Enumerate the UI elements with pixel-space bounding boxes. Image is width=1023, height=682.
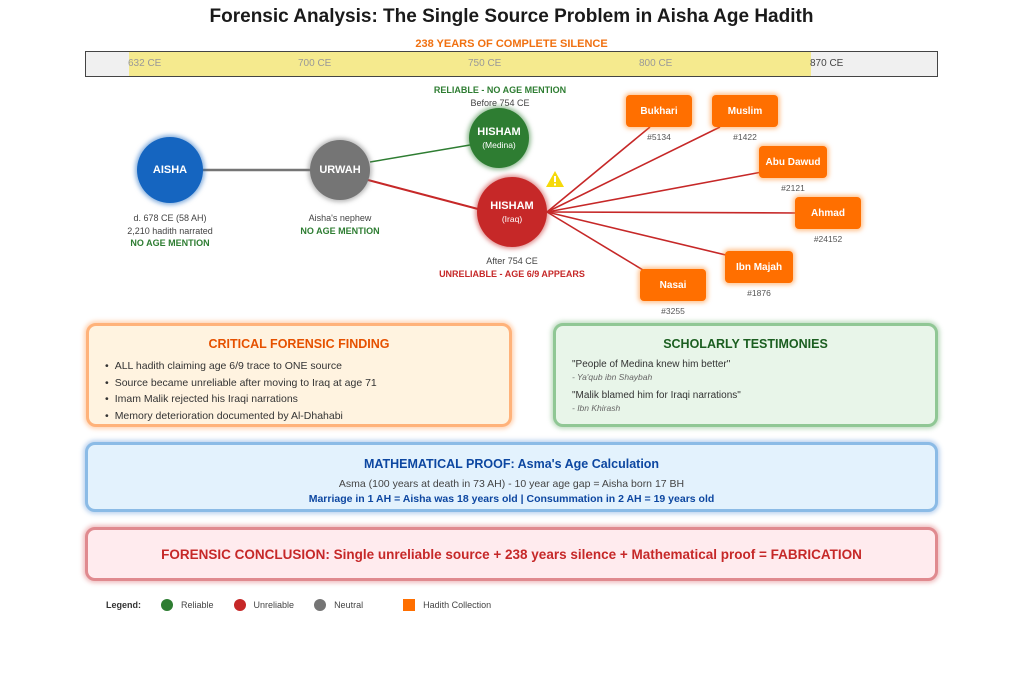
collection-number: #1876 <box>747 288 771 298</box>
node-urwah[interactable]: URWAH <box>310 140 370 200</box>
timeline-tick: 632 CE <box>128 58 162 69</box>
quote-text: "People of Medina knew him better" <box>572 359 731 370</box>
critical-heading: CRITICAL FORENSIC FINDING <box>208 337 390 351</box>
status-text: NO AGE MENTION <box>300 225 380 236</box>
link-iraq-nasai <box>546 211 649 274</box>
link-urwah-iraq <box>367 179 479 210</box>
status-text: RELIABLE - NO AGE MENTION <box>433 85 567 95</box>
collection-name: Ibn Majah <box>735 261 783 273</box>
period-text: After 754 CE <box>486 256 538 266</box>
conclusion-text: FORENSIC CONCLUSION: Single unreliable s… <box>161 546 862 562</box>
status-text: NO AGE MENTION <box>130 238 210 248</box>
collection-number: #3255 <box>661 306 685 316</box>
collection-ibn-majah[interactable]: Ibn Majah <box>725 251 793 283</box>
collection-name: Bukhari <box>640 105 678 117</box>
link-iraq-muslim <box>546 126 721 213</box>
math-equation: Asma (100 years at death in 73 AH) - 10 … <box>338 478 685 490</box>
aisha-caption: d. 678 CE (58 AH) 2,210 hadith narrated … <box>95 212 245 250</box>
collection-ahmad[interactable]: Ahmad <box>795 197 861 229</box>
collection-bukhari[interactable]: Bukhari <box>626 95 692 127</box>
critical-item: Source became unreliable after moving to… <box>105 375 509 392</box>
critical-item: ALL hadith claiming age 6/9 trace to ONE… <box>105 358 509 375</box>
legend-label: Hadith Collection <box>423 600 492 610</box>
timeline-tick: 870 CE <box>810 58 844 69</box>
legend-item-reliable: Reliable <box>161 599 214 611</box>
critical-item: Memory deterioration documented by Al-Dh… <box>105 408 509 425</box>
collection-name: Muslim <box>727 105 763 117</box>
iraq-collection-links <box>546 126 799 274</box>
testimony: "Malik blamed him for Iraqi narrations" … <box>572 390 935 413</box>
collection-number: #2121 <box>781 183 805 193</box>
gray-dot-icon <box>314 599 327 611</box>
node-label: URWAH <box>319 164 361 176</box>
conclusion-panel: FORENSIC CONCLUSION: Single unreliable s… <box>85 527 938 581</box>
caption-line: 2,210 hadith narrated <box>127 225 213 236</box>
collection-number: #24152 <box>813 234 843 244</box>
link-urwah-medina <box>369 144 471 163</box>
link-iraq-bukhari <box>546 126 651 213</box>
collection-name: Nasai <box>659 279 687 291</box>
legend: Legend: Reliable Unreliable Neutral Hadi… <box>106 599 511 611</box>
link-iraq-abu-dawud <box>546 171 763 213</box>
collection-number: #1422 <box>733 132 757 142</box>
collection-muslim[interactable]: Muslim <box>712 95 778 127</box>
caption-line: d. 678 CE (58 AH) <box>133 213 207 223</box>
link-iraq-ibn-majah <box>546 211 731 257</box>
silence-label: 238 YEARS OF COMPLETE SILENCE <box>415 38 608 50</box>
critical-finding-panel: CRITICAL FORENSIC FINDING ALL hadith cla… <box>86 323 512 427</box>
scholarly-heading: SCHOLARLY TESTIMONIES <box>663 337 828 351</box>
orange-square-icon <box>403 599 416 611</box>
critical-list: ALL hadith claiming age 6/9 trace to ONE… <box>105 358 509 424</box>
collection-name: Ahmad <box>811 207 845 219</box>
hisham-iraq-caption: After 754 CE UNRELIABLE - AGE 6/9 APPEAR… <box>412 255 612 280</box>
green-dot-icon <box>161 599 173 611</box>
legend-item-unreliable: Unreliable <box>233 599 295 611</box>
status-text: UNRELIABLE - AGE 6/9 APPEARS <box>439 268 585 279</box>
legend-label: Reliable <box>181 600 214 610</box>
legend-label: Unreliable <box>253 600 295 610</box>
collection-name: Abu Dawud <box>765 156 821 168</box>
node-label: HISHAM <box>490 200 534 212</box>
math-result: Marriage in 1 AH = Aisha was 18 years ol… <box>308 493 715 505</box>
collection-abu-dawud[interactable]: Abu Dawud <box>759 146 827 178</box>
legend-item-collection: Hadith Collection <box>403 599 491 611</box>
timeline-bar: 632 CE 700 CE 750 CE 800 CE 870 CE <box>85 51 938 77</box>
period-text: Before 754 CE <box>470 97 530 108</box>
legend-title: Legend: <box>106 600 141 610</box>
legend-label: Neutral <box>334 600 364 610</box>
quote-text: "Malik blamed him for Iraqi narrations" <box>572 390 741 401</box>
node-sublabel: (Medina) <box>482 140 516 150</box>
legend-item-neutral: Neutral <box>314 599 363 611</box>
node-hisham-medina[interactable]: HISHAM (Medina) <box>469 108 529 168</box>
link-iraq-ahmad <box>546 211 799 214</box>
page-title: Forensic Analysis: The Single Source Pro… <box>209 6 814 27</box>
collection-nasai[interactable]: Nasai <box>640 269 706 301</box>
node-label: AISHA <box>152 164 188 176</box>
node-sublabel: (Iraq) <box>501 214 523 224</box>
math-heading: MATHEMATICAL PROOF: Asma's Age Calculati… <box>363 457 660 471</box>
warning-icon <box>546 171 564 187</box>
hisham-medina-status: RELIABLE - NO AGE MENTION Before 754 CE <box>400 84 600 109</box>
node-label: HISHAM <box>477 126 521 138</box>
node-aisha[interactable]: AISHA <box>137 137 203 203</box>
node-hisham-iraq[interactable]: HISHAM (Iraq) <box>477 177 547 247</box>
red-dot-icon <box>233 599 246 611</box>
critical-item: Imam Malik rejected his Iraqi narrations <box>105 391 509 408</box>
timeline-tick: 700 CE <box>298 58 332 69</box>
timeline-tick: 750 CE <box>468 58 502 69</box>
quote-author: - Ya'qub ibn Shaybah <box>572 372 653 382</box>
silence-highlight <box>129 52 811 76</box>
collection-number: #5134 <box>647 132 671 142</box>
urwah-caption: Aisha's nephew NO AGE MENTION <box>265 212 415 237</box>
timeline-tick: 800 CE <box>639 58 673 69</box>
quote-author: - Ibn Khirash <box>572 403 621 413</box>
testimony: "People of Medina knew him better" - Ya'… <box>572 359 935 382</box>
mathematical-proof-panel: MATHEMATICAL PROOF: Asma's Age Calculati… <box>85 442 938 512</box>
scholarly-testimonies-panel: SCHOLARLY TESTIMONIES "People of Medina … <box>553 323 938 427</box>
caption-line: Aisha's nephew <box>308 213 372 223</box>
